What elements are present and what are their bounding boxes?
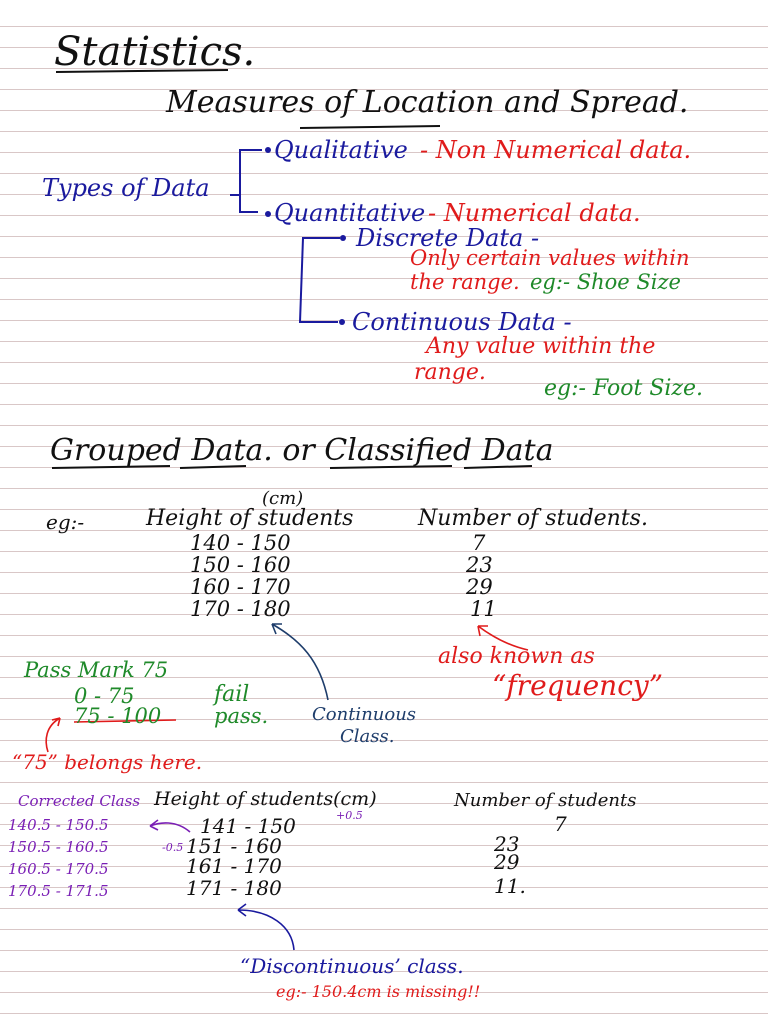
pass-row-2: 75 - 100 — [74, 704, 162, 728]
continuous-arrow — [271, 623, 329, 701]
disc-range-3: 161 - 170 — [186, 854, 282, 878]
frequency-note-2: “frequency” — [492, 669, 664, 702]
tree-bracket-main — [230, 149, 262, 213]
types-quantitative-desc: - Numerical data. — [428, 199, 641, 227]
types-discrete: Discrete Data - — [356, 224, 540, 252]
node-quantitative — [265, 211, 271, 217]
disc-count-2: 23 — [494, 832, 520, 856]
types-qualitative-desc: - Non Numerical data. — [420, 136, 692, 164]
grouped-col-height: Height of students — [146, 506, 354, 531]
continuous-class-label-1: Continuous — [312, 704, 417, 725]
continuous-class-label-2: Class. — [340, 726, 395, 747]
types-root: Types of Data — [42, 174, 210, 202]
grouped-range-4: 170 - 180 — [190, 597, 291, 621]
grouped-range-1: 140 - 150 — [190, 531, 291, 555]
disc-plus-note: +0.5 — [336, 809, 363, 822]
grouped-col-number: Number of students. — [418, 506, 648, 531]
grouped-count-2: 23 — [466, 553, 493, 577]
discontinuous-arrow — [237, 903, 295, 951]
disc-col-number: Number of students — [454, 790, 637, 811]
frequency-note-1: also known as — [438, 644, 595, 669]
corrected-range-1: 140.5 - 150.5 — [8, 816, 109, 834]
grouped-range-2: 150 - 160 — [190, 553, 291, 577]
types-qualitative: Qualitative — [274, 136, 408, 164]
pass-row-1-label: fail — [214, 682, 250, 707]
disc-col-height: Height of students(cm) — [154, 788, 377, 810]
types-continuous: Continuous Data - — [352, 308, 572, 336]
corrected-range-2: 150.5 - 160.5 — [8, 838, 109, 856]
node-continuous — [339, 319, 345, 325]
belongs-arrow — [45, 717, 61, 753]
types-continuous-eg: eg:- Foot Size. — [544, 376, 704, 401]
corrected-range-3: 160.5 - 170.5 — [8, 860, 109, 878]
types-discrete-desc-1: Only certain values within — [410, 246, 690, 270]
disc-range-4: 171 - 180 — [186, 876, 282, 900]
grouped-eg: eg:- — [46, 510, 85, 534]
types-continuous-desc-1: Any value within the — [426, 334, 656, 359]
discontinuous-label: “Discontinuous’ class. — [240, 954, 464, 978]
grouped-unit-note: (cm) — [262, 488, 304, 509]
pass-row-2-label: pass. — [214, 704, 269, 728]
disc-count-3: 29 — [494, 850, 520, 874]
page-subtitle: Measures of Location and Spread. — [166, 85, 689, 120]
grouped-count-4: 11 — [470, 597, 497, 621]
types-discrete-eg: eg:- Shoe Size — [530, 270, 681, 294]
corrected-class-label: Corrected Class — [18, 792, 141, 810]
node-discrete — [340, 235, 346, 241]
disc-minus-note: -0.5 — [162, 841, 184, 854]
grouped-count-1: 7 — [472, 531, 486, 555]
missing-note: eg:- 150.4cm is missing!! — [276, 982, 481, 1001]
types-continuous-desc-2: range. — [414, 360, 486, 385]
pass-title: Pass Mark 75 — [24, 658, 169, 682]
grouped-range-3: 160 - 170 — [190, 575, 291, 599]
pass-note: “75” belongs here. — [12, 750, 203, 774]
grouped-count-3: 29 — [466, 575, 493, 599]
node-qualitative — [265, 147, 271, 153]
disc-range-1: 141 - 150 — [200, 814, 296, 838]
corrected-arrow — [149, 819, 191, 833]
tree-bracket-sub — [298, 237, 340, 323]
types-discrete-desc-2: the range. — [410, 270, 520, 294]
disc-range-2: 151 - 160 — [186, 834, 282, 858]
subtitle-underline — [299, 125, 441, 129]
page-title: Statistics. — [54, 29, 256, 75]
grouped-heading: Grouped Data. or Classified Data — [50, 433, 554, 468]
disc-count-1: 7 — [554, 812, 567, 836]
pass-row-1: 0 - 75 — [74, 684, 135, 708]
disc-count-4: 11. — [494, 874, 526, 898]
corrected-range-4: 170.5 - 171.5 — [8, 882, 109, 900]
types-quantitative: Quantitative — [274, 199, 426, 227]
